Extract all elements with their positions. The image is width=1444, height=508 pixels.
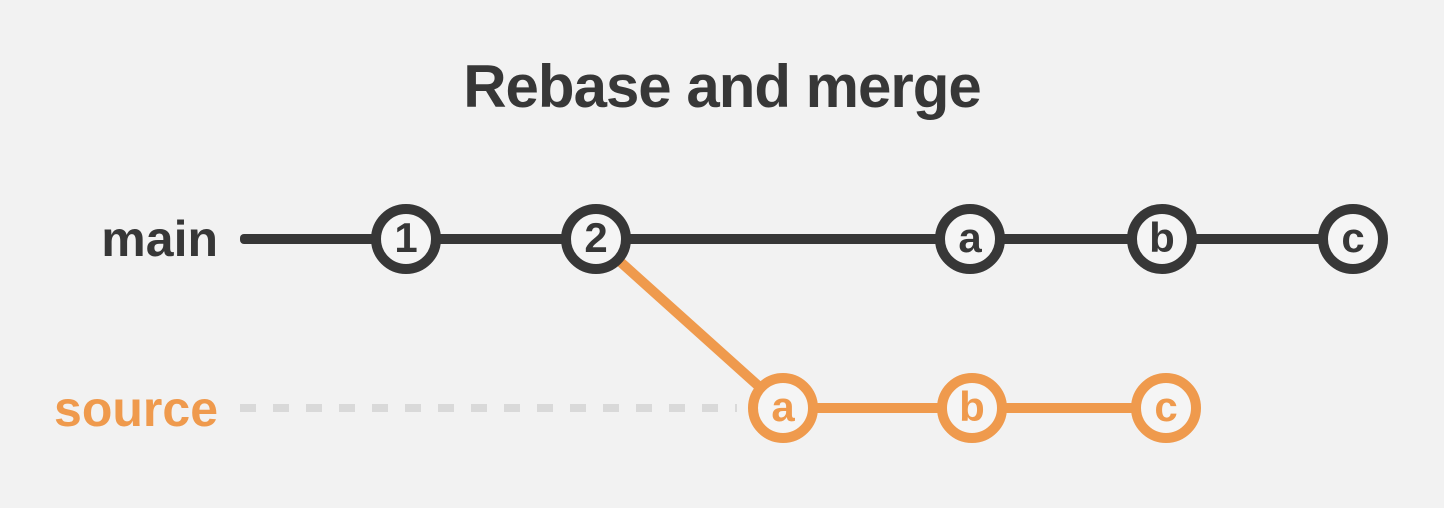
main-branch-line (240, 234, 1353, 244)
source-branch-dashed-line (240, 404, 737, 412)
commit-label: b (959, 382, 985, 430)
commit-label: a (958, 213, 982, 261)
commit-label: b (1149, 213, 1175, 261)
main-branch-label: main (101, 211, 218, 267)
commit-node-source-c: c (1131, 373, 1201, 443)
commit-label: 2 (584, 213, 608, 261)
commit-node-main-1: 1 (371, 204, 441, 274)
commit-node-source-b: b (937, 373, 1007, 443)
commit-label: 1 (394, 213, 418, 261)
commit-label: c (1154, 382, 1178, 430)
commit-node-main-c: c (1318, 204, 1388, 274)
commit-node-main-a: a (935, 204, 1005, 274)
source-branch-label: source (54, 381, 218, 437)
commit-node-source-a: a (748, 373, 818, 443)
commit-node-main-b: b (1127, 204, 1197, 274)
commit-node-main-2: 2 (561, 204, 631, 274)
diagram-title: Rebase and merge (463, 53, 982, 120)
commit-label: c (1341, 213, 1365, 261)
commit-label: a (771, 382, 795, 430)
